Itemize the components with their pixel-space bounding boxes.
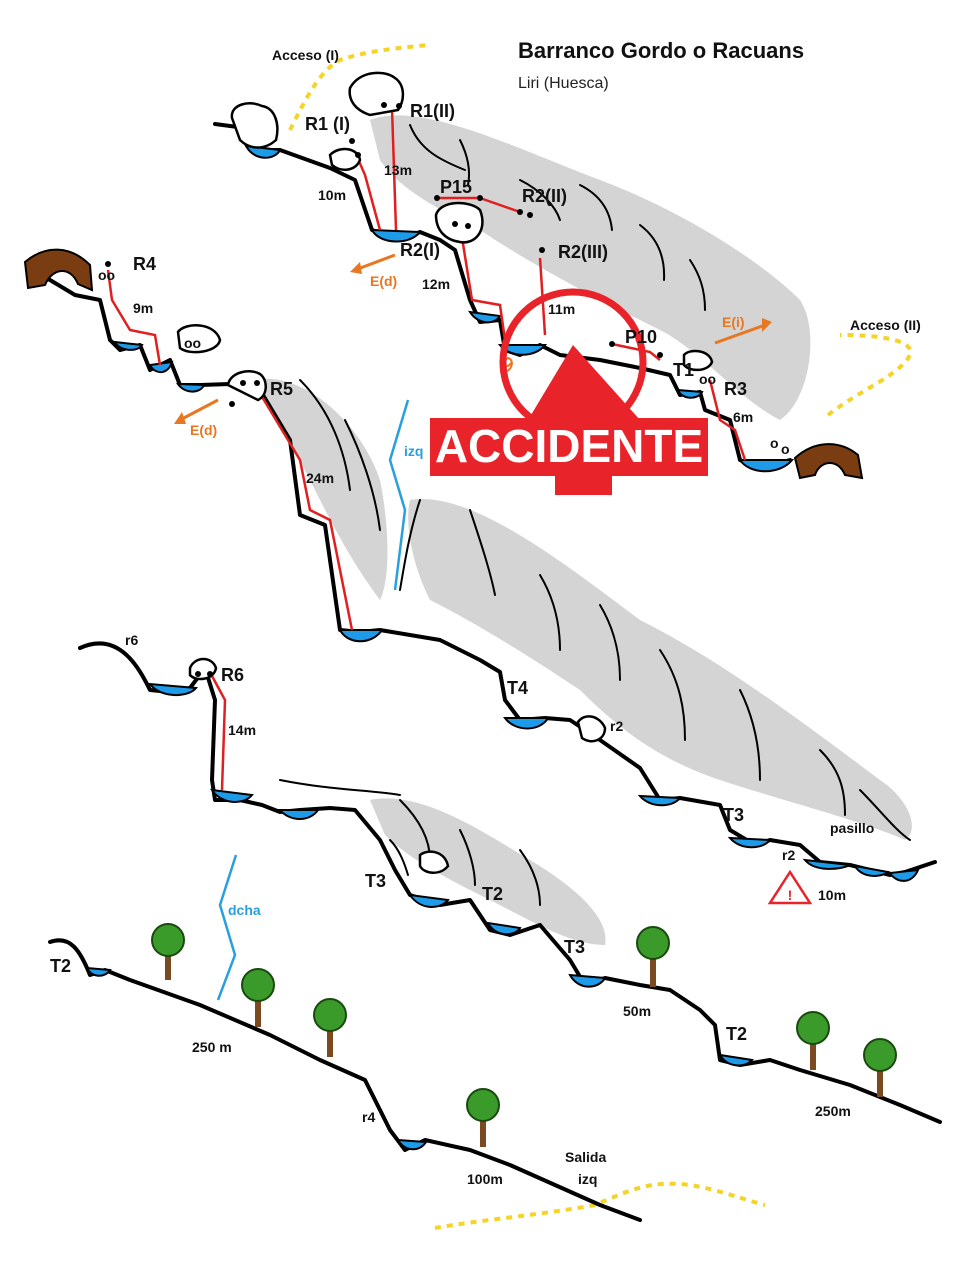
r1-i-length: 10m xyxy=(318,187,346,203)
exit-label: Salida xyxy=(565,1149,606,1165)
t3-low-label: T3 xyxy=(564,937,585,957)
t4-label: T4 xyxy=(507,678,528,698)
pasillo-label: pasillo xyxy=(830,820,874,836)
dist-250b-label: 250m xyxy=(815,1103,851,1119)
r6-small-label: r6 xyxy=(125,632,138,648)
page-subtitle: Liri (Huesca) xyxy=(518,75,609,92)
p10-label: P10 xyxy=(625,327,657,347)
r2-ii-label: R2(II) xyxy=(522,186,567,206)
r2-iii-label: R2(III) xyxy=(558,242,608,262)
escape-d-1: E(d) xyxy=(370,273,397,289)
tree-icon xyxy=(313,998,347,1057)
upper-profile xyxy=(28,122,942,1222)
r4-small-label: r4 xyxy=(362,1109,375,1125)
r2-i-label: R2(I) xyxy=(400,240,440,260)
t2-left-label: T2 xyxy=(50,956,71,976)
rappel-ropes xyxy=(106,107,747,791)
tree-icon xyxy=(241,968,275,1027)
tree-icon xyxy=(636,926,670,987)
tree-icon xyxy=(863,1038,897,1097)
exit-side-label: izq xyxy=(578,1171,597,1187)
access-1-label: Acceso (I) xyxy=(272,47,339,63)
p15-label: P15 xyxy=(440,177,472,197)
dist-250-label: 250 m xyxy=(192,1039,232,1055)
rock-exit-icon: oo xyxy=(184,335,201,351)
r1-i-label: R1 (I) xyxy=(305,114,350,134)
tree-icon xyxy=(796,1011,830,1070)
accident-marker: ACCIDENTE xyxy=(430,288,708,495)
r2-b-label: r2 xyxy=(782,847,795,863)
accident-label: ACCIDENTE xyxy=(435,420,703,472)
warning-triangle-icon: ! xyxy=(767,869,813,905)
escape-i: E(i) xyxy=(722,314,745,330)
trees xyxy=(151,923,897,1147)
warning-bang: ! xyxy=(788,887,793,903)
r2-b-length: 10m xyxy=(818,887,846,903)
wall-outlines xyxy=(279,124,911,906)
side-izq: izq xyxy=(404,443,423,459)
t3-mid-label: T3 xyxy=(365,871,386,891)
t1-label: T1 xyxy=(673,360,694,380)
side-dcha: dcha xyxy=(228,902,261,918)
access-2-label: Acceso (II) xyxy=(850,317,921,333)
escape-d-2: E(d) xyxy=(190,422,217,438)
dist-50-label: 50m xyxy=(623,1003,651,1019)
tree-icon xyxy=(151,923,185,980)
rock-blocks xyxy=(176,71,714,874)
bridges xyxy=(23,248,864,480)
r1-ii-length: 13m xyxy=(384,162,412,178)
escape-arrows xyxy=(174,253,772,424)
page-title: Barranco Gordo o Racuans xyxy=(518,38,804,63)
r5-label: R5 xyxy=(270,379,293,399)
r2-small-label: r2 xyxy=(610,718,623,734)
t1-exit-icon: oo xyxy=(699,371,716,387)
access-paths xyxy=(288,43,913,1230)
r3-exit-icon-b: o xyxy=(781,441,790,457)
r4-exit-icon: oo xyxy=(98,267,115,283)
pools xyxy=(85,144,920,1151)
dist-100-label: 100m xyxy=(467,1171,503,1187)
t2-right-label: T2 xyxy=(726,1024,747,1044)
side-brackets xyxy=(216,399,410,1001)
r2-iii-length: 11m xyxy=(548,301,575,317)
r4-length: 9m xyxy=(133,300,153,316)
r6-label: R6 xyxy=(221,665,244,685)
r5-length: 24m xyxy=(306,470,334,486)
tree-icon xyxy=(466,1088,500,1147)
r2-i-length: 12m xyxy=(422,276,450,292)
canyon-walls xyxy=(255,115,912,945)
r3-length: 6m xyxy=(733,409,753,425)
r1-ii-label: R1(II) xyxy=(410,101,455,121)
bridge-right-icon xyxy=(793,443,864,480)
t2-mid-label: T2 xyxy=(482,884,503,904)
r3-label: R3 xyxy=(724,379,747,399)
bridge-left-icon xyxy=(23,248,94,292)
r6-length: 14m xyxy=(228,722,256,738)
r3-exit-icon-a: o xyxy=(770,435,779,451)
t3-right-label: T3 xyxy=(723,805,744,825)
r4-label: R4 xyxy=(133,254,156,274)
anchor-bolts xyxy=(105,102,663,677)
labels: Barranco Gordo o Racuans Liri (Huesca) A… xyxy=(50,38,921,1187)
